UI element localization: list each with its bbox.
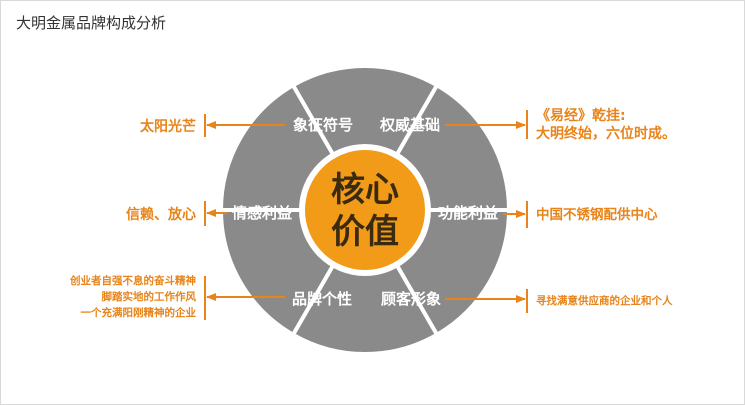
segment-label-personality: 品牌个性 — [292, 290, 352, 308]
annotation-bottom-left-2: 脚踏实地的工作作风 — [102, 290, 197, 303]
annotation-top-right-2: 大明终始，六位时成。 — [536, 125, 676, 142]
core-value-line1: 核心 — [331, 170, 399, 210]
segment-label-customer: 顾客形象 — [381, 290, 441, 308]
annotation-top-left: 太阳光芒 — [140, 118, 196, 135]
segment-label-authority: 权威基础 — [379, 116, 440, 134]
annotation-mid-right: 中国不锈钢配供中心 — [536, 206, 658, 223]
page-title: 大明金属品牌构成分析 — [16, 14, 167, 32]
annotation-top-right-1: 《易经》乾挂: — [536, 107, 626, 124]
annotation-bottom-right: 寻找满意供应商的企业和个人 — [536, 294, 673, 307]
core-value-circle — [305, 150, 425, 270]
segment-label-symbol: 象征符号 — [293, 116, 353, 134]
segment-label-function: 功能利益 — [438, 204, 498, 222]
core-value-line2: 价值 — [331, 212, 399, 252]
annotation-mid-left: 信赖、放心 — [126, 206, 196, 223]
annotation-bottom-left-1: 创业者自强不息的奋斗精神 — [69, 274, 196, 287]
segment-label-emotion: 情感利益 — [232, 204, 292, 222]
annotation-bottom-left-3: 一个充满阳刚精神的企业 — [81, 306, 197, 319]
